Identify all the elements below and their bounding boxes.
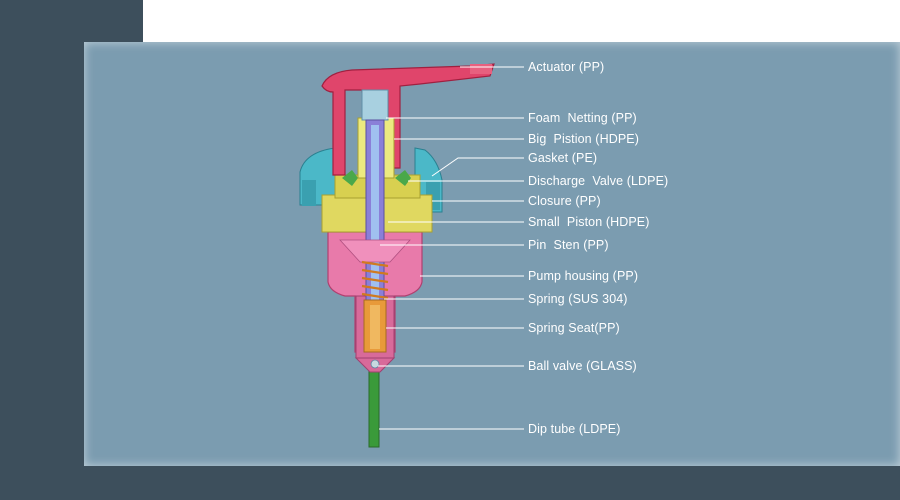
- spring-seat-inner: [370, 305, 380, 349]
- actuator-nozzle-tip: [470, 64, 492, 74]
- label-spring: Spring (SUS 304): [528, 292, 628, 306]
- foam-netting: [362, 90, 388, 120]
- label-pump-housing: Pump housing (PP): [528, 269, 638, 283]
- label-dip-tube: Dip tube (LDPE): [528, 422, 621, 436]
- label-foam-netting: Foam Netting (PP): [528, 111, 637, 125]
- closure-rib-left: [302, 180, 316, 206]
- label-closure: Closure (PP): [528, 194, 601, 208]
- label-actuator: Actuator (PP): [528, 60, 604, 74]
- label-ball-valve: Ball valve (GLASS): [528, 359, 637, 373]
- label-gasket: Gasket (PE): [528, 151, 597, 165]
- dip-tube: [369, 365, 379, 447]
- label-small-piston: Small Piston (HDPE): [528, 215, 649, 229]
- label-pin-stem: Pin Sten (PP): [528, 238, 609, 252]
- ball-valve: [371, 360, 379, 368]
- label-spring-seat: Spring Seat(PP): [528, 321, 620, 335]
- label-discharge-valve: Discharge Valve (LDPE): [528, 174, 668, 188]
- label-big-piston: Big Pistion (HDPE): [528, 132, 639, 146]
